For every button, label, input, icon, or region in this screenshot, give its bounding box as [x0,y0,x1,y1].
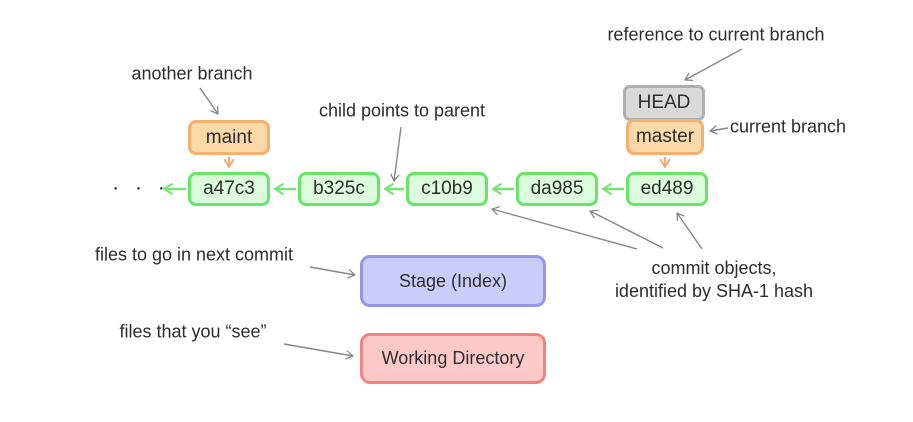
arrow-another-branch-to-maint [199,87,219,115]
commit-node-c10b9: c10b9 [406,172,488,206]
annotation-commit-objects-line2: identified by SHA-1 hash [614,281,814,301]
branch-label-maint: maint [188,120,270,155]
annotation-reference-to-current-branch: reference to current branch [607,24,825,45]
arrow-commit-objects-to-da985 [589,209,664,249]
history-ellipsis: · · · [112,176,170,199]
annotation-files-you-see: files that you “see” [119,321,267,342]
arrow-files-see-to-working [283,343,354,360]
annotation-child-points-to-parent: child points to parent [318,100,486,121]
annotation-commit-objects: commit objects, identified by SHA-1 hash [594,257,834,303]
arrow-child-points-to-parent-edge [390,126,402,182]
annotation-files-next-commit: files to go in next commit [94,244,294,265]
commit-node-da985: da985 [516,172,598,206]
commit-node-a47c3: a47c3 [188,172,270,206]
annotation-commit-objects-line1: commit objects, [651,258,777,278]
annotation-another-branch: another branch [131,63,253,84]
head-pointer-box: HEAD [623,85,705,121]
arrow-commit-objects-to-ed489 [676,212,703,250]
working-directory-box: Working Directory [360,333,546,384]
arrow-reference-to-head [684,48,743,82]
commit-node-ed489: ed489 [626,172,708,206]
annotation-current-branch: current branch [730,116,847,137]
arrow-commit-objects-to-c10b9 [491,206,638,250]
arrow-files-next-to-stage [309,266,356,279]
arrow-current-branch-to-master [709,125,729,135]
commit-node-b325c: b325c [298,172,380,206]
branch-label-master: master [626,119,704,155]
stage-index-box: Stage (Index) [360,255,546,307]
